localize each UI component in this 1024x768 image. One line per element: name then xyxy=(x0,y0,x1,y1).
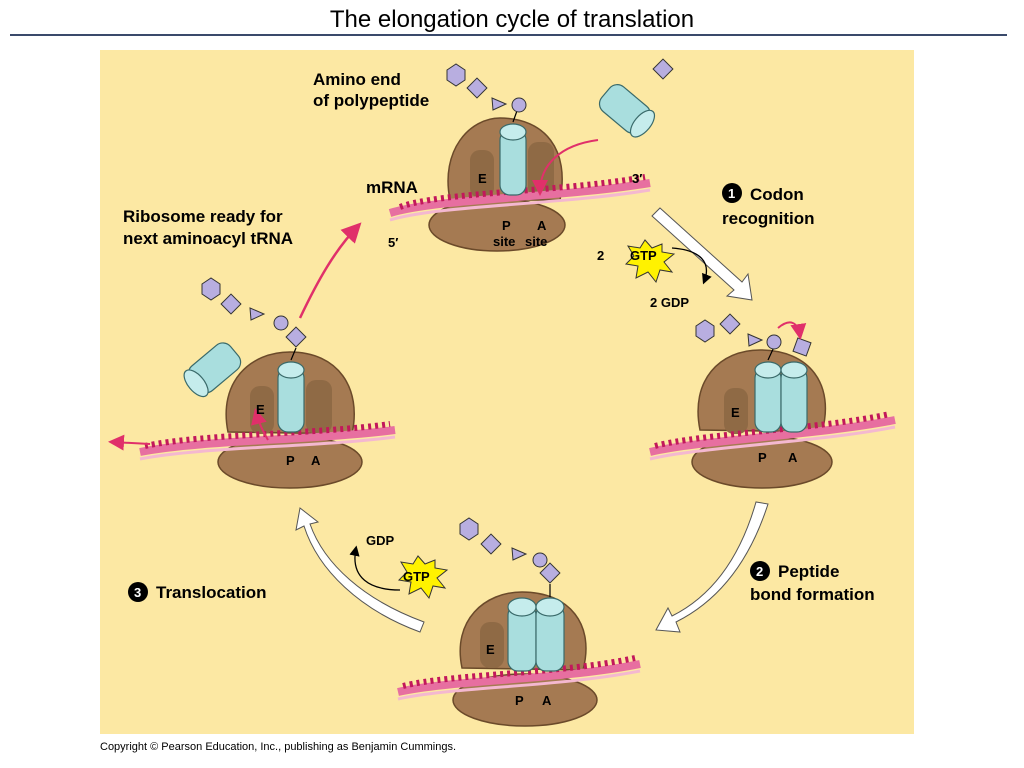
step1-number: 1 xyxy=(728,186,735,201)
right-site-e: E xyxy=(731,405,740,420)
step1-badge xyxy=(722,183,742,203)
cycle-arrow-1 xyxy=(651,207,753,301)
top-site-e: E xyxy=(478,171,487,186)
amino-end-label-2: of polypeptide xyxy=(313,91,429,110)
step1-label-1: Codon xyxy=(750,185,804,204)
step2-label-2: bond formation xyxy=(750,585,875,604)
step2-badge xyxy=(750,561,770,581)
ribosome-right xyxy=(649,313,896,489)
bottom-site-a: A xyxy=(542,693,552,708)
right-site-p: P xyxy=(758,450,767,465)
ribosome-left xyxy=(108,277,396,489)
top-site-word-a: site xyxy=(525,234,547,249)
step2-label-1: Peptide xyxy=(778,562,839,581)
cycle-arrow-3 xyxy=(295,507,425,633)
title-divider xyxy=(10,34,1007,36)
gtp-label-1: GTP xyxy=(630,248,657,263)
gtp-count-label: 2 xyxy=(597,248,604,263)
step3-badge xyxy=(128,582,148,602)
right-site-a: A xyxy=(788,450,798,465)
step2-number: 2 xyxy=(756,564,763,579)
five-prime-label: 5′ xyxy=(388,235,398,250)
amino-end-label-1: Amino end xyxy=(313,70,401,89)
left-site-a: A xyxy=(311,453,321,468)
slide-title: The elongation cycle of translation xyxy=(329,6,695,33)
ribosome-bottom xyxy=(397,517,641,727)
return-arrow xyxy=(298,222,362,319)
mrna-label: mRNA xyxy=(366,178,418,197)
ribosome-ready-label-2: next aminoacyl tRNA xyxy=(123,229,293,248)
left-site-p: P xyxy=(286,453,295,468)
top-site-a: A xyxy=(537,218,547,233)
gdp-2-label: 2 GDP xyxy=(650,295,689,310)
left-site-e: E xyxy=(256,402,265,417)
three-prime-label: 3′ xyxy=(632,171,642,186)
ribosome-ready-label-1: Ribosome ready for xyxy=(123,207,283,226)
bottom-site-e: E xyxy=(486,642,495,657)
gtp-label-2: GTP xyxy=(403,569,430,584)
gtp-burst-1 xyxy=(624,239,676,284)
step1-label-2: recognition xyxy=(722,209,815,228)
gtp-burst-2 xyxy=(397,555,449,600)
gdp-label: GDP xyxy=(366,533,395,548)
step3-label: Translocation xyxy=(156,583,267,602)
bottom-site-p: P xyxy=(515,693,524,708)
ribosome-top xyxy=(388,58,674,252)
top-site-p: P xyxy=(502,218,511,233)
copyright-notice: Copyright © Pearson Education, Inc., pub… xyxy=(100,741,457,753)
top-site-word-p: site xyxy=(493,234,515,249)
cycle-arrow-2 xyxy=(655,501,769,633)
step3-number: 3 xyxy=(134,585,141,600)
